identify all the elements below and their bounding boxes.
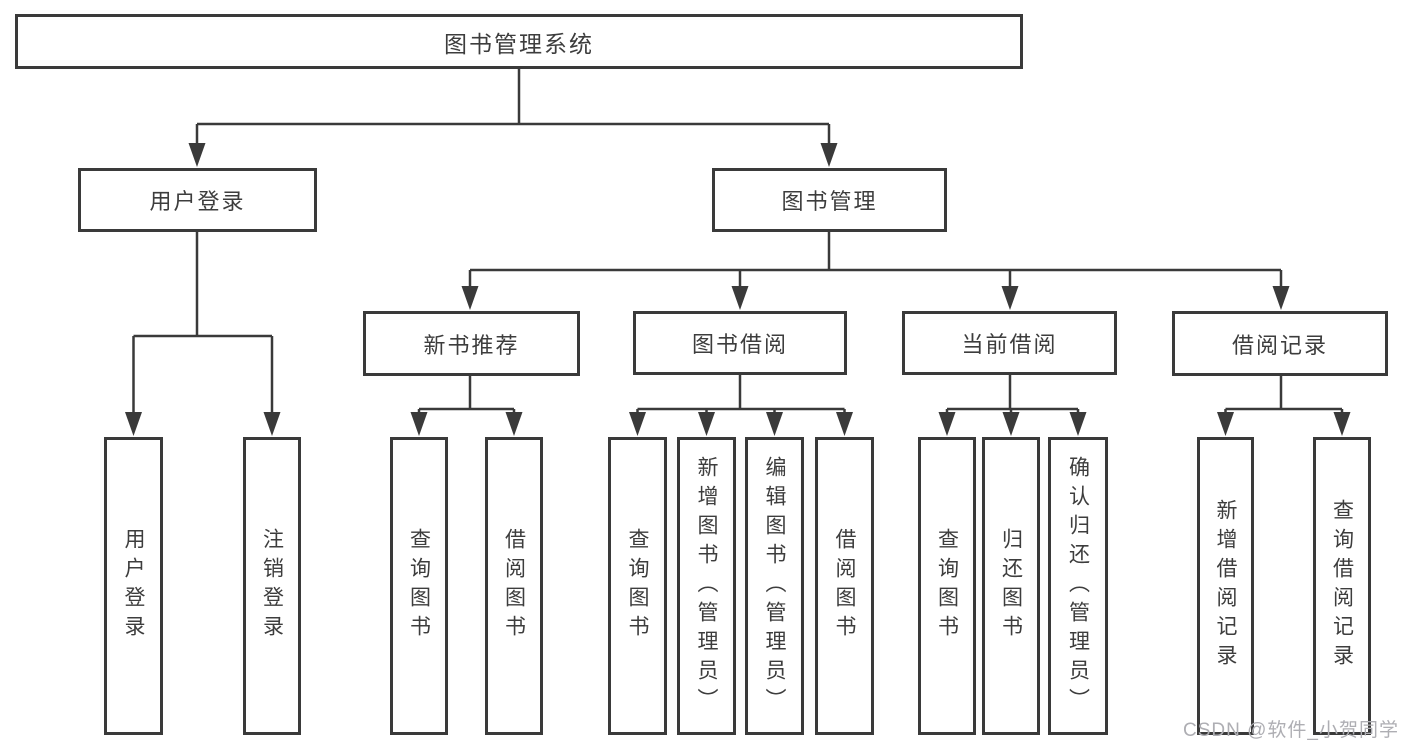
leaf-query-books-2: 查询图书	[608, 437, 667, 735]
node-label: 新书推荐	[423, 332, 520, 358]
arrowhead-icon	[1272, 286, 1290, 310]
node-root: 图书管理系统	[15, 14, 1023, 69]
node-label: 查询图书	[407, 528, 431, 644]
arrowhead-icon	[820, 143, 838, 167]
leaf-return-book: 归还图书	[982, 437, 1040, 735]
node-label: 新增借阅记录	[1214, 499, 1237, 673]
leaf-borrow-books-2: 借阅图书	[815, 437, 874, 735]
node-borrow-records: 借阅记录	[1172, 311, 1388, 376]
node-label: 查询借阅记录	[1330, 499, 1354, 673]
node-label: 借阅图书	[502, 528, 526, 644]
arrowhead-icon	[263, 412, 281, 436]
node-label: 用户登录	[149, 189, 246, 214]
leaf-query-borrow-record: 查询借阅记录	[1313, 437, 1371, 735]
node-label: 查询图书	[935, 528, 959, 644]
node-label: 用户登录	[122, 528, 145, 644]
node-label: 注销登录	[260, 528, 284, 644]
watermark: CSDN @软件_小贺同学	[1183, 720, 1399, 741]
leaf-query-books-1: 查询图书	[390, 437, 448, 735]
arrowhead-icon	[698, 412, 715, 436]
node-label: 借阅记录	[1231, 332, 1328, 358]
node-label: 当前借阅	[961, 332, 1058, 357]
arrowhead-icon	[836, 412, 853, 436]
leaf-edit-book-admin: 编辑图书（管理员）	[745, 437, 804, 735]
arrowhead-icon	[188, 143, 206, 167]
node-book-borrow: 图书借阅	[633, 311, 847, 375]
arrowhead-icon	[410, 412, 428, 436]
arrowhead-icon	[731, 286, 749, 310]
arrowheads	[125, 143, 1351, 436]
node-label: 归还图书	[999, 528, 1023, 644]
leaf-borrow-books-1: 借阅图书	[485, 437, 543, 735]
node-label: 查询图书	[626, 528, 649, 644]
arrowhead-icon	[1002, 412, 1020, 436]
node-book-management: 图书管理	[712, 168, 947, 232]
arrowhead-icon	[505, 412, 523, 436]
arrowhead-icon	[1069, 412, 1087, 436]
node-current-borrow: 当前借阅	[902, 311, 1117, 375]
leaf-query-books-3: 查询图书	[918, 437, 976, 735]
node-user-login: 用户登录	[78, 168, 317, 232]
leaf-confirm-return-admin: 确认归还（管理员）	[1048, 437, 1108, 735]
leaf-user-login: 用户登录	[104, 437, 163, 735]
arrowhead-icon	[1001, 286, 1019, 310]
node-label: 图书管理系统	[444, 30, 594, 57]
node-label: 编辑图书（管理员）	[763, 455, 786, 717]
arrowhead-icon	[1333, 412, 1351, 436]
node-label: 图书管理	[781, 189, 878, 214]
connector-path	[132, 69, 1344, 414]
leaf-logout: 注销登录	[243, 437, 301, 735]
arrowhead-icon	[125, 412, 142, 436]
node-label: 确认归还（管理员）	[1066, 455, 1090, 717]
node-label: 借阅图书	[833, 528, 856, 644]
node-new-book-recommend: 新书推荐	[363, 311, 580, 376]
node-label: 新增图书（管理员）	[695, 455, 718, 717]
arrowhead-icon	[461, 286, 479, 310]
arrowhead-icon	[629, 412, 646, 436]
arrowhead-icon	[766, 412, 783, 436]
arrowhead-icon	[938, 412, 956, 436]
leaf-add-book-admin: 新增图书（管理员）	[677, 437, 736, 735]
node-label: 图书借阅	[691, 332, 788, 357]
arrowhead-icon	[1217, 412, 1234, 436]
leaf-add-borrow-record: 新增借阅记录	[1197, 437, 1254, 735]
